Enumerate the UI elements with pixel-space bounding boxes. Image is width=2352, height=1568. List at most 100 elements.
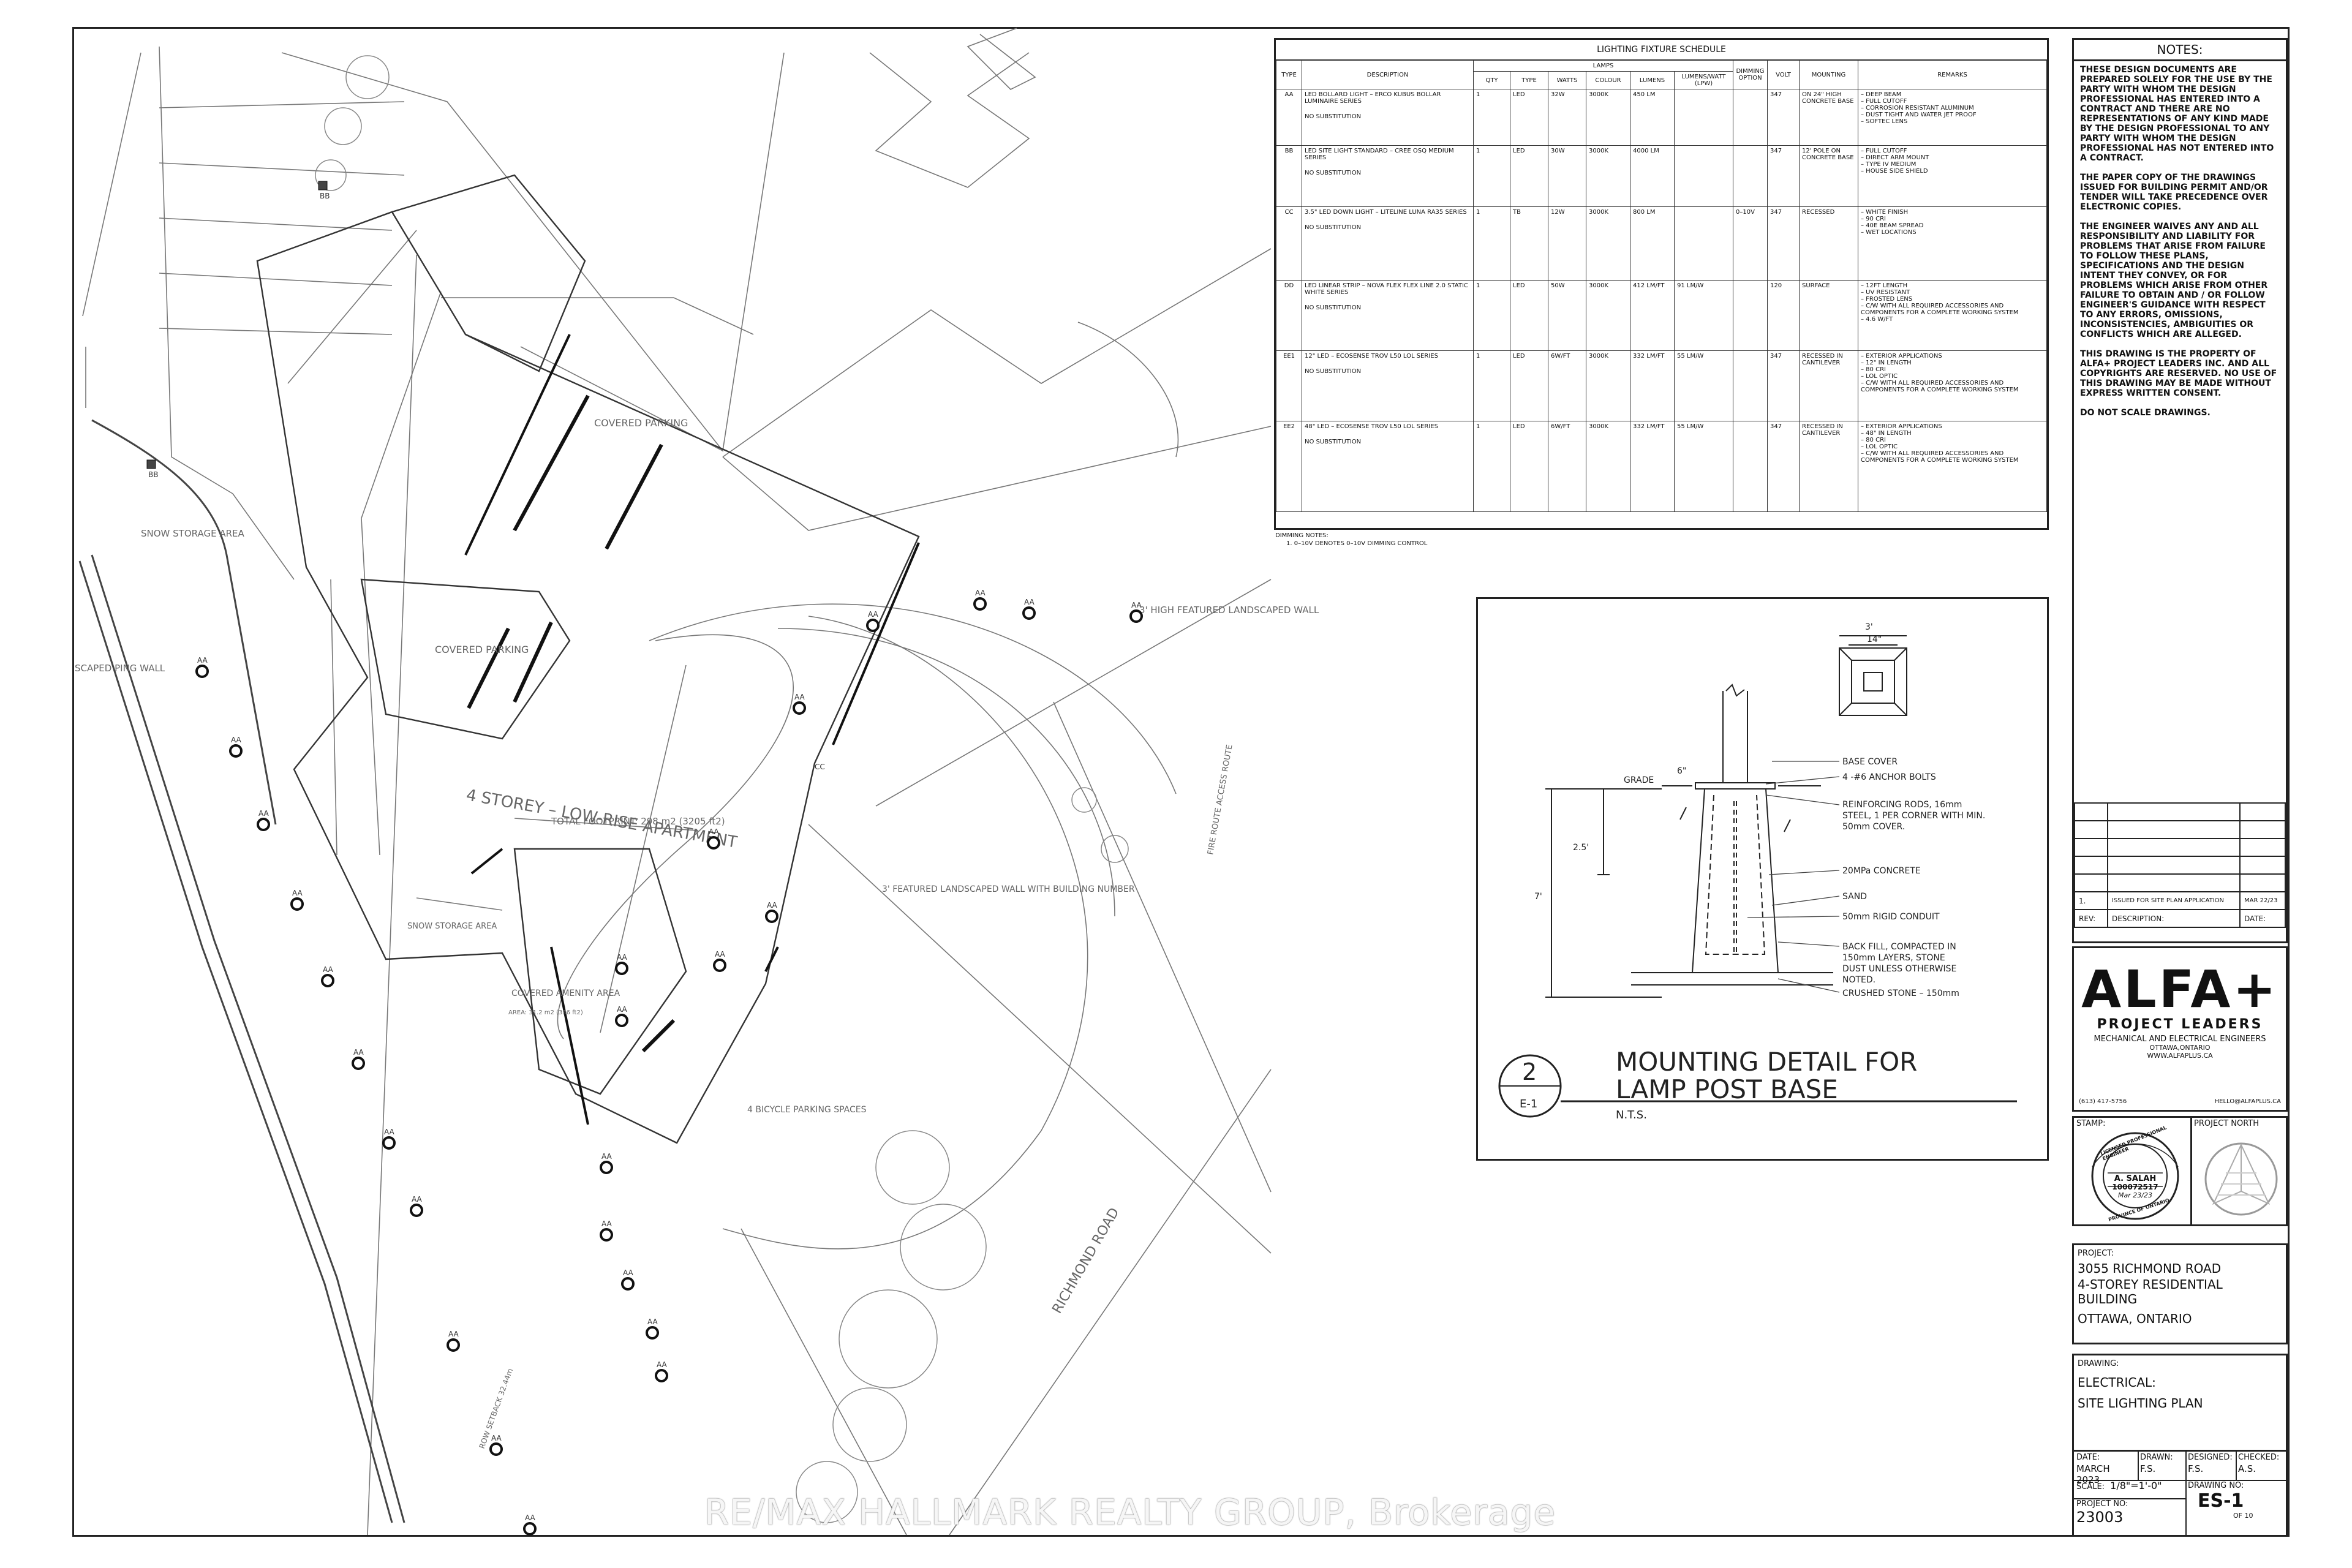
col-lpw: LUMENS/WATT (LPW) [1674,71,1733,89]
snow-storage-2-label: SNOW STORAGE AREA [407,922,497,931]
fixture-dimming [1733,421,1768,512]
col-lamps: LAMPS [1473,60,1733,72]
fixture-type: BB [1276,145,1302,207]
fixture-lpw [1674,145,1733,207]
detail-scale: N.T.S. [1616,1109,1647,1121]
fixture-watts: 12W [1548,206,1586,281]
bollard-fixture-icon [290,897,304,911]
bollard-fixture-icon [523,1522,537,1536]
fixture-type: EE2 [1276,421,1302,512]
designed-value: F.S. [2188,1463,2204,1474]
fixture-qty: 1 [1473,145,1510,207]
schedule-title: LIGHTING FIXTURE SCHEDULE [1276,40,2047,60]
project-description: 4-STOREY RESIDENTIAL BUILDING [2078,1277,2223,1306]
fixture-lamp-type: LED [1510,145,1548,207]
fixture-lumens: 332 LM/FT [1630,350,1675,421]
fixture-watts: 50W [1548,280,1586,351]
rev-1-date: MAR 22/23 [2239,891,2286,910]
date-label: DATE: [2076,1453,2100,1462]
col-qty: QTY [1473,71,1510,89]
callout-sand: SAND [1842,892,1867,902]
schedule-table: TYPE DESCRIPTION LAMPS DIMMING OPTION VO… [1276,60,2047,512]
fixture-description: LED LINEAR STRIP – NOVA FLEX FLEX LINE 2… [1302,280,1474,351]
col-watts: WATTS [1548,71,1586,89]
fixture-type: DD [1276,280,1302,351]
drawing-discipline: ELECTRICAL: [2078,1375,2156,1390]
firm-email: HELLO@ALFAPLUS.CA [2214,1098,2281,1105]
bollard-fixture-icon [621,1277,635,1291]
fixture-lumens: 412 LM/FT [1630,280,1675,351]
fixture-mounting: SURFACE [1799,280,1858,351]
bollard-fixture-icon [973,597,987,611]
project-block: PROJECT: 3055 RICHMOND ROAD 4-STOREY RES… [2072,1243,2288,1344]
bollard-fixture-icon [195,665,209,678]
fixture-colour: 3000K [1586,89,1630,146]
dim-h2: 7' [1534,892,1542,902]
fixture-remarks: – EXTERIOR APPLICATIONS – 48" IN LENGTH … [1858,421,2047,512]
col-mounting: MOUNTING [1799,60,1858,89]
callout-anchor-bolts: 4 -#6 ANCHOR BOLTS [1842,772,1936,782]
fixture-label: AA [794,693,805,701]
firm-phone: (613) 417-5756 [2079,1098,2127,1105]
landscaped-wall-1: 3' HIGH FEATURED LANDSCAPED WALL [1139,605,1319,616]
fixture-watts: 30W [1548,145,1586,207]
fixture-label: AA [412,1195,423,1204]
mounting-detail: 3' 14" GRADE 6" 2.5' 7' BASE COVER 4 -#6… [1476,597,2049,1161]
callout-rods-1: REINFORCING RODS, 16mm [1842,800,1962,810]
fixture-description: LED BOLLARD LIGHT – ERCO KUBUS BOLLAR LU… [1302,89,1474,146]
callout-backfill-1: BACK FILL, COMPACTED IN [1842,942,1956,952]
fixture-mounting: RECESSED IN CANTILEVER [1799,350,1858,421]
fixture-label: AA [292,889,303,897]
fixture-colour: 3000K [1586,280,1630,351]
drawing-meta: DATE: MARCH 2023 DRAWN: F.S. DESIGNED: F… [2072,1452,2288,1537]
fixture-remarks: – DEEP BEAM – FULL CUTOFF – CORROSION RE… [1858,89,2047,146]
fixture-label: AA [491,1434,502,1442]
col-lamp-type: TYPE [1510,71,1548,89]
note-item: THESE DESIGN DOCUMENTS ARE PREPARED SOLE… [2080,65,2274,163]
callout-backfill-3: DUST UNLESS OTHERWISE [1842,964,1956,974]
landscaped-wall-3: SCAPED PING WALL [75,663,165,674]
fixture-lamp-type: TB [1510,206,1548,281]
fixture-qty: 1 [1473,206,1510,281]
fixture-volt: 347 [1767,421,1800,512]
fixture-remarks: – FULL CUTOFF – DIRECT ARM MOUNT – TYPE … [1858,145,2047,207]
fixture-label: AA [448,1330,459,1338]
bollard-fixture-icon [866,619,880,632]
fixture-qty: 1 [1473,280,1510,351]
project-no-label: PROJECT NO: [2076,1499,2128,1509]
bollard-fixture-icon [1022,606,1036,620]
callout-rods-3: 50mm COVER. [1842,822,1905,832]
firm-subtitle: PROJECT LEADERS [2097,1017,2263,1032]
fixture-watts: 6W/FT [1548,421,1586,512]
bollard-fixture-icon [600,1228,613,1242]
seal-name: A. SALAH [2114,1174,2157,1183]
fixture-lpw: 91 LM/W [1674,280,1733,351]
col-volt: VOLT [1767,60,1800,89]
bollard-fixture-icon [321,974,334,987]
fixture-qty: 1 [1473,421,1510,512]
firm-line-3: WWW.ALFAPLUS.CA [2147,1052,2213,1060]
drawn-label: DRAWN: [2140,1453,2173,1462]
fixture-lumens: 450 LM [1630,89,1675,146]
col-lumens: LUMENS [1630,71,1675,89]
fixture-volt: 347 [1767,89,1800,146]
fixture-label: AA [258,809,270,818]
col-dimming: DIMMING OPTION [1733,60,1768,89]
covered-parking-2-label: COVERED PARKING [435,644,529,655]
fixture-dimming [1733,89,1768,146]
fixture-dimming: 0–10V [1733,206,1768,281]
fixture-lamp-type: LED [1510,280,1548,351]
fixture-lamp-type: LED [1510,421,1548,512]
bollard-fixture-icon [615,1014,628,1027]
fixture-dimming [1733,145,1768,207]
fixture-watts: 6W/FT [1548,350,1586,421]
pole-light-label: BB [320,192,330,200]
fixture-label: AA [709,827,720,836]
